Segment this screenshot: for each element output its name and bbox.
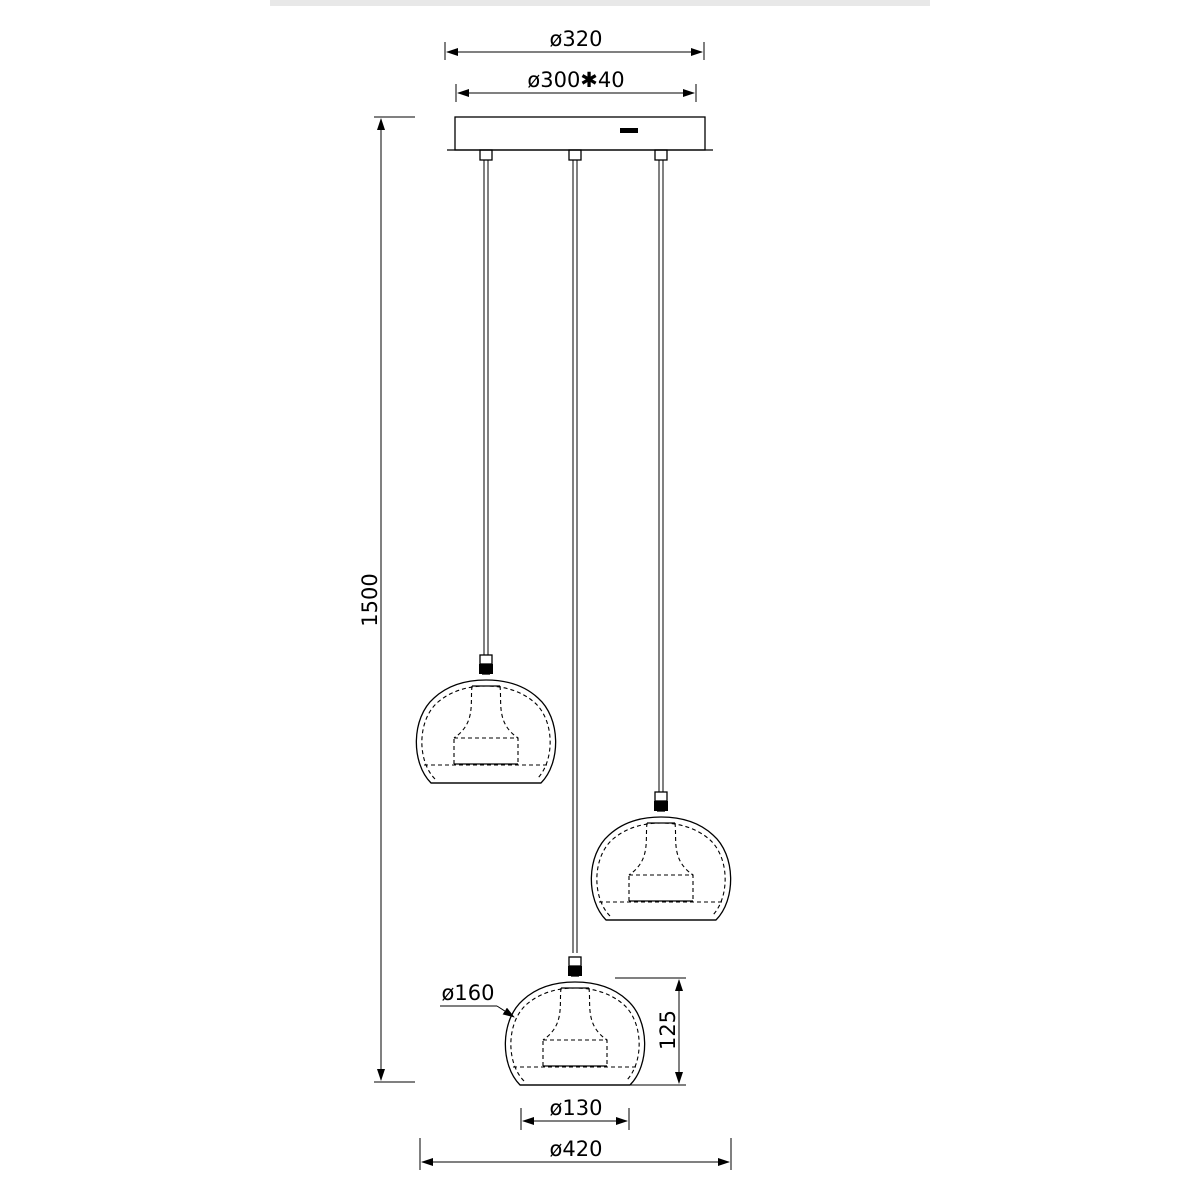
dim-canopy-inner-label: ø300✱40 xyxy=(527,68,624,92)
dim-overall-drop: 1500 xyxy=(358,116,415,1083)
dim-canopy-outer-label: ø320 xyxy=(550,27,603,51)
shade-right xyxy=(590,791,732,921)
dim-canopy-outer: ø320 xyxy=(444,27,705,60)
shade-left xyxy=(415,654,557,784)
suspension-cables xyxy=(483,160,664,953)
top-bar xyxy=(270,0,930,6)
canopy xyxy=(447,116,713,161)
dim-shade-diameter: ø160 xyxy=(440,981,515,1018)
dim-shade-opening-label: ø130 xyxy=(550,1096,603,1120)
dim-shade-height: 125 xyxy=(615,977,686,1086)
dim-overall-drop-label: 1500 xyxy=(358,573,382,626)
dim-overall-width: ø420 xyxy=(419,1137,732,1170)
dim-shade-height-label: 125 xyxy=(656,1010,680,1050)
dim-canopy-inner: ø300✱40 xyxy=(455,68,697,102)
dim-overall-width-label: ø420 xyxy=(550,1137,603,1161)
dim-shade-opening: ø130 xyxy=(520,1096,630,1130)
shade-bottom xyxy=(504,956,646,1086)
dim-shade-diameter-label: ø160 xyxy=(442,981,495,1005)
